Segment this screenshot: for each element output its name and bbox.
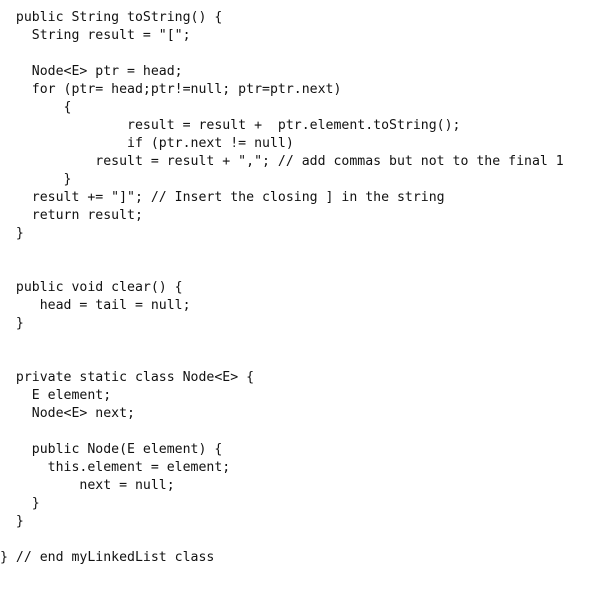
- code-line: head = tail = null;: [0, 298, 191, 313]
- code-line: [0, 351, 564, 369]
- code-line: if (ptr.next != null): [0, 136, 294, 151]
- code-line: Node<E> ptr = head;: [0, 64, 183, 79]
- code-line: result += "]"; // Insert the closing ] i…: [0, 190, 445, 205]
- code-line: next = null;: [0, 478, 175, 493]
- code-line: {: [0, 100, 72, 115]
- code-block: public String toString() { String result…: [0, 9, 564, 567]
- code-line: private static class Node<E> {: [0, 370, 255, 385]
- code-line: }: [0, 514, 24, 529]
- code-line: }: [0, 226, 24, 241]
- code-line: result = result + ","; // add commas but…: [0, 154, 564, 169]
- code-line: [0, 333, 564, 351]
- code-line: public Node(E element) {: [0, 442, 223, 457]
- code-line: E element;: [0, 388, 112, 403]
- code-line: public String toString() {: [0, 10, 223, 25]
- code-line: String result = "[";: [0, 28, 191, 43]
- code-line: result = result + ptr.element.toString()…: [0, 118, 461, 133]
- code-line: }: [0, 172, 72, 187]
- code-line: for (ptr= head;ptr!=null; ptr=ptr.next): [0, 82, 342, 97]
- code-line: [0, 261, 564, 279]
- code-line: [0, 423, 564, 441]
- code-line: [0, 243, 564, 261]
- code-line: return result;: [0, 208, 143, 223]
- code-line: }: [0, 496, 40, 511]
- code-line: [0, 531, 564, 549]
- code-line: }: [0, 316, 24, 331]
- code-line: this.element = element;: [0, 460, 231, 475]
- code-line: Node<E> next;: [0, 406, 135, 421]
- code-line: public void clear() {: [0, 280, 183, 295]
- code-line: [0, 45, 564, 63]
- code-line: } // end myLinkedList class: [0, 550, 215, 565]
